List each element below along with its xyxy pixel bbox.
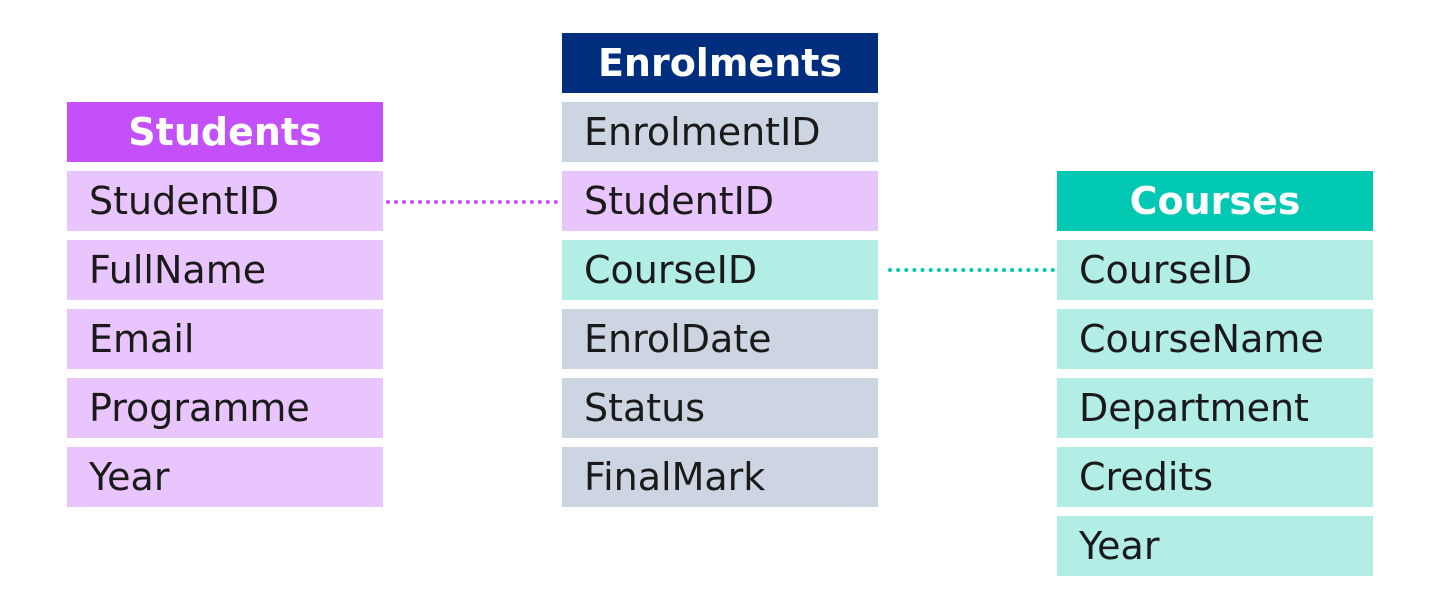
students-field-studentid: StudentID bbox=[67, 171, 383, 231]
enrolments-field-studentid: StudentID bbox=[562, 171, 878, 231]
students-enrolments-connector bbox=[386, 200, 558, 204]
enrolments-field-status: Status bbox=[562, 378, 878, 438]
enrolments-table: Enrolments EnrolmentID StudentID CourseI… bbox=[562, 33, 878, 516]
students-field-year: Year bbox=[67, 447, 383, 507]
courses-field-coursename: CourseName bbox=[1057, 309, 1373, 369]
students-field-fullname: FullName bbox=[67, 240, 383, 300]
courses-field-year: Year bbox=[1057, 516, 1373, 576]
students-field-programme: Programme bbox=[67, 378, 383, 438]
students-field-email: Email bbox=[67, 309, 383, 369]
enrolments-table-header: Enrolments bbox=[562, 33, 878, 93]
courses-field-courseid: CourseID bbox=[1057, 240, 1373, 300]
students-table: Students StudentID FullName Email Progra… bbox=[67, 102, 383, 516]
courses-table-header: Courses bbox=[1057, 171, 1373, 231]
enrolments-field-finalmark: FinalMark bbox=[562, 447, 878, 507]
enrolments-field-enroldate: EnrolDate bbox=[562, 309, 878, 369]
courses-table: Courses CourseID CourseName Department C… bbox=[1057, 171, 1373, 585]
enrolments-field-courseid: CourseID bbox=[562, 240, 878, 300]
courses-field-department: Department bbox=[1057, 378, 1373, 438]
students-table-header: Students bbox=[67, 102, 383, 162]
enrolments-courses-connector bbox=[888, 268, 1055, 272]
courses-field-credits: Credits bbox=[1057, 447, 1373, 507]
enrolments-field-enrolmentid: EnrolmentID bbox=[562, 102, 878, 162]
